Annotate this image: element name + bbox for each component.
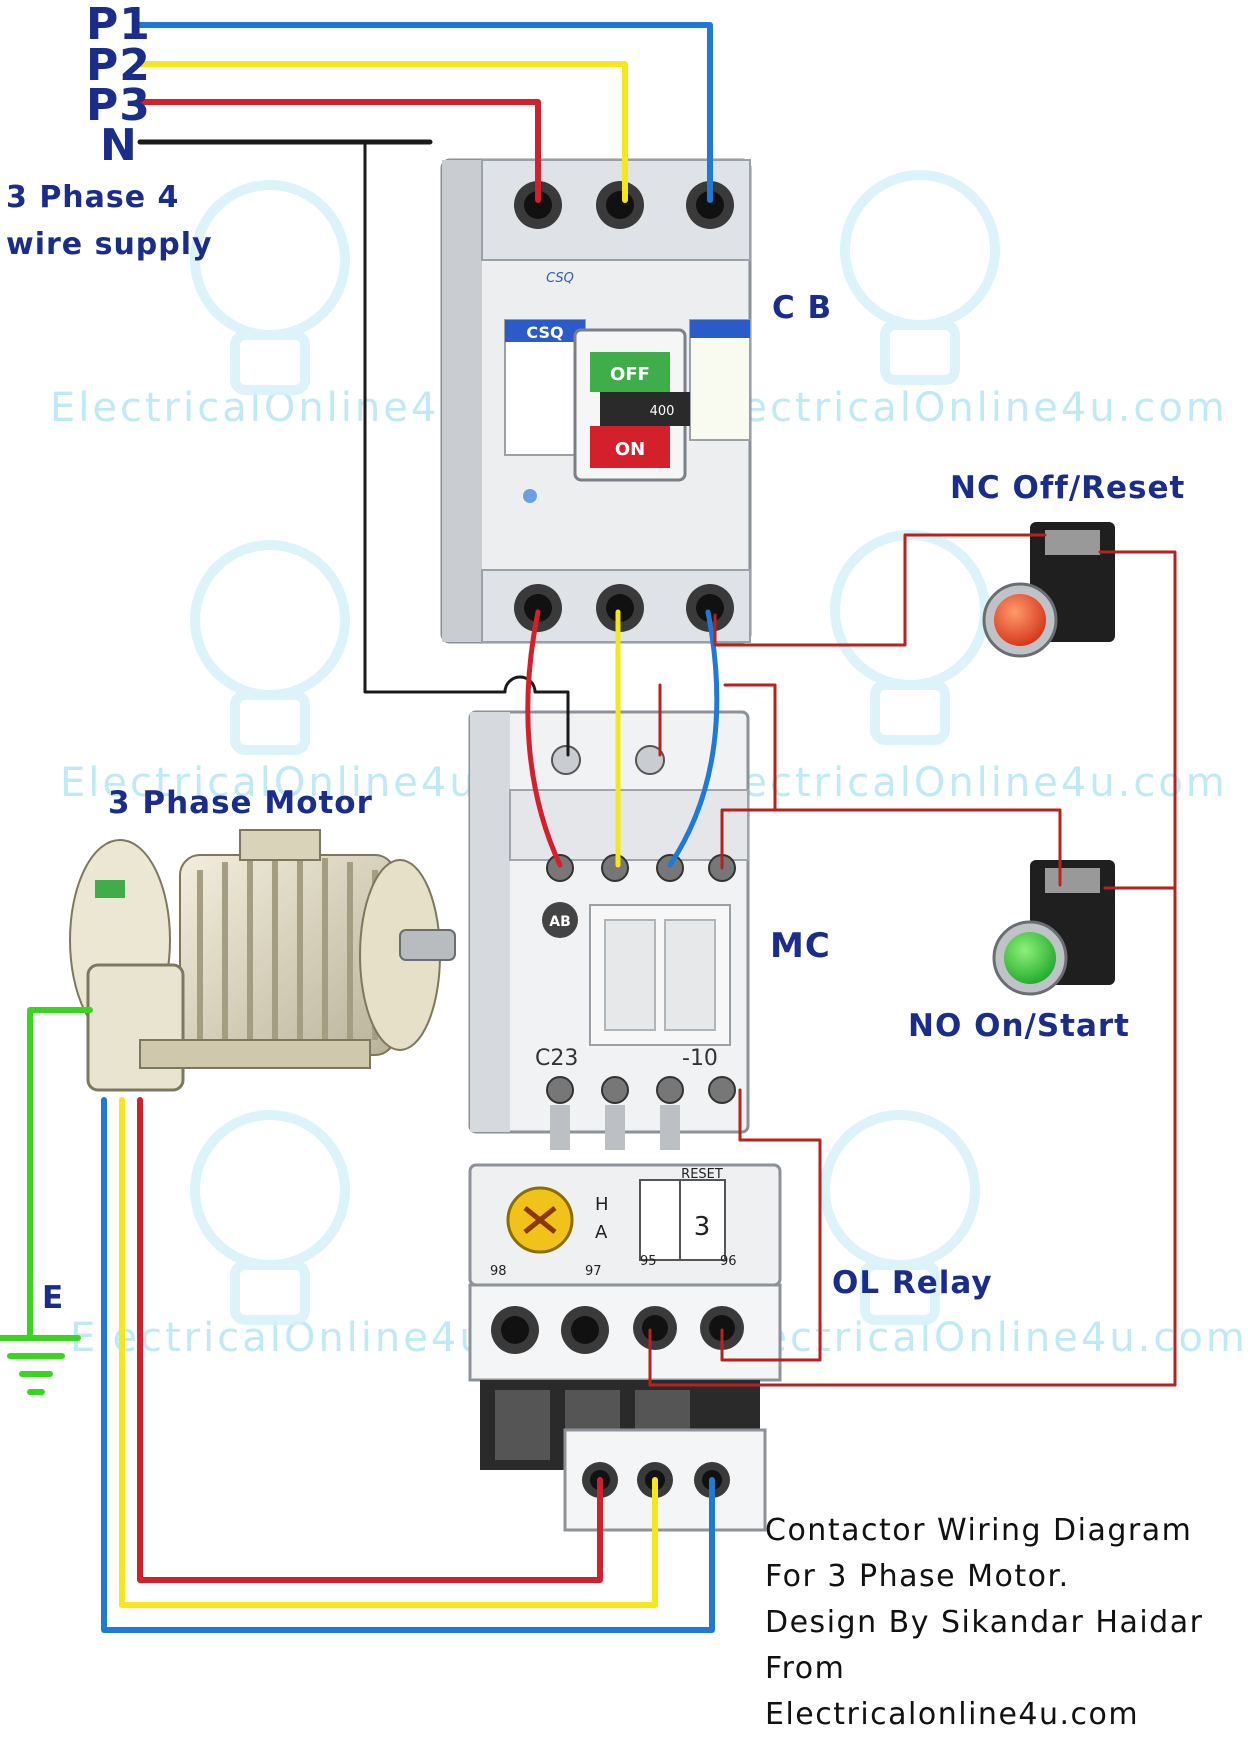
earth-label: E — [42, 1280, 65, 1316]
ol-setting-text: 3 — [694, 1212, 711, 1242]
p3-label: P3 — [86, 80, 151, 131]
no-on-start-label: NO On/Start — [908, 1008, 1131, 1044]
mc-model-left: C23 — [535, 1046, 578, 1071]
earth-wire — [27, 1007, 93, 1338]
mc-label: MC — [770, 926, 831, 966]
p3-wire — [137, 99, 541, 203]
credits-line2: For 3 Phase Motor. — [765, 1559, 1070, 1594]
supply-caption-line1: 3 Phase 4 — [6, 180, 180, 215]
p2-wire — [137, 61, 628, 203]
p3-cb-to-mc-wire — [525, 609, 563, 868]
overload-relay: H A RESET 3 98 97 95 96 — [468, 1163, 782, 1532]
cb-brand-small: CSQ — [546, 271, 574, 286]
bulb-watermark-icon — [190, 170, 1000, 1325]
p1-wire — [137, 22, 713, 203]
nc-off-reset-button — [982, 522, 1115, 658]
mc-model-right: -10 — [682, 1046, 718, 1071]
ol-a-text: A — [595, 1222, 608, 1243]
magnetic-contactor: AB C23 -10 — [468, 710, 750, 1150]
ol-reset-text: RESET — [681, 1167, 723, 1182]
wiring — [27, 22, 1177, 1633]
p2-label: P2 — [86, 40, 151, 91]
no-on-start-button — [992, 860, 1115, 996]
p1-cb-to-mc-wire — [667, 609, 720, 868]
cb-on-text: ON — [615, 439, 645, 460]
credits-block: Contactor Wiring Diagram For 3 Phase Mot… — [765, 1508, 1230, 1738]
credits-line1: Contactor Wiring Diagram — [765, 1513, 1193, 1548]
earth-ground-icon — [0, 1335, 81, 1395]
motor-yellow-wire — [119, 1097, 658, 1608]
motor-red-wire — [137, 1097, 603, 1583]
ol-95-text: 95 — [640, 1254, 657, 1269]
credits-line3: Design By Sikandar Haidar — [765, 1605, 1204, 1640]
control-circuit-wire — [648, 533, 1177, 1387]
credits-line4: From Electricalonline4u.com — [765, 1651, 1140, 1732]
ol-relay-label: OL Relay — [832, 1265, 993, 1301]
circuit-breaker: CSQ CSQ OFF 400 ON — [440, 158, 752, 644]
diagram-drawing: CSQ CSQ OFF 400 ON — [0, 22, 1177, 1633]
three-phase-motor — [69, 829, 456, 1092]
ol-96-text: 96 — [720, 1254, 737, 1269]
cb-rating-text: 400 — [650, 404, 675, 419]
neutral-to-coil-wire — [363, 140, 570, 757]
p1-label: P1 — [86, 0, 151, 50]
watermark: ElectricalOnline4u.com — [700, 760, 1228, 806]
mc-brand-text: AB — [549, 914, 571, 930]
ol-97-text: 97 — [585, 1264, 602, 1279]
nc-off-reset-label: NC Off/Reset — [950, 470, 1186, 506]
n-label: N — [100, 120, 138, 171]
supply-caption-line2: wire supply — [6, 227, 213, 262]
motor-label: 3 Phase Motor — [108, 785, 373, 821]
cb-label: C B — [772, 290, 833, 326]
watermark: ElectricalOnline4u.com — [700, 385, 1228, 431]
ol-98-text: 98 — [490, 1264, 507, 1279]
cb-off-text: OFF — [610, 364, 650, 385]
ol-h-text: H — [595, 1194, 609, 1215]
watermark: ElectricalOnline4u.com — [720, 1315, 1248, 1361]
motor-blue-wire — [101, 1097, 715, 1633]
cb-brand-text: CSQ — [526, 323, 563, 342]
